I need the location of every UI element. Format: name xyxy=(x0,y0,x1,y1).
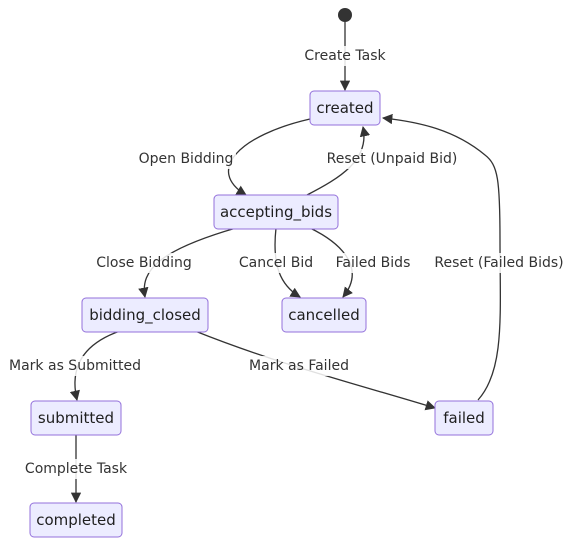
edge-reset-failed xyxy=(381,113,502,401)
label-failed-bids-text: Failed Bids xyxy=(336,255,411,271)
state-failed[interactable]: failed xyxy=(434,400,494,436)
state-cancelled-label: cancelled xyxy=(288,306,360,324)
label-reset-failed: Reset (Failed Bids) xyxy=(428,253,570,273)
start-node xyxy=(338,8,352,22)
label-reset-failed-text: Reset (Failed Bids) xyxy=(434,255,563,271)
label-complete-task: Complete Task xyxy=(20,459,132,479)
state-completed-label: completed xyxy=(36,511,116,529)
label-mark-failed-text: Mark as Failed xyxy=(249,358,349,374)
state-cancelled[interactable]: cancelled xyxy=(281,297,367,333)
state-bidding-closed[interactable]: bidding_closed xyxy=(81,297,209,333)
label-mark-submitted: Mark as Submitted xyxy=(4,356,146,376)
label-open-bidding-text: Open Bidding xyxy=(139,151,234,167)
states: created accepting_bids bidding_closed ca… xyxy=(29,90,494,538)
label-mark-submitted-text: Mark as Submitted xyxy=(9,358,141,374)
edge-open-bidding xyxy=(227,118,311,196)
label-complete-task-text: Complete Task xyxy=(25,461,128,477)
label-create-task-text: Create Task xyxy=(304,48,386,64)
label-reset-unpaid-text: Reset (Unpaid Bid) xyxy=(327,151,458,167)
label-open-bidding: Open Bidding xyxy=(136,149,236,169)
state-bidding-closed-label: bidding_closed xyxy=(89,306,201,325)
transition-labels: Create Task Open Bidding Reset (Unpaid B… xyxy=(4,46,570,479)
label-mark-failed: Mark as Failed xyxy=(244,356,354,376)
state-submitted-label: submitted xyxy=(38,409,114,427)
state-accepting-bids[interactable]: accepting_bids xyxy=(213,194,339,230)
state-accepting-bids-label: accepting_bids xyxy=(220,203,332,222)
state-submitted[interactable]: submitted xyxy=(30,400,122,436)
label-reset-unpaid: Reset (Unpaid Bid) xyxy=(322,149,462,169)
state-created-label: created xyxy=(316,99,373,117)
label-cancel-bid: Cancel Bid xyxy=(236,253,316,273)
label-create-task: Create Task xyxy=(300,46,390,66)
label-close-bidding: Close Bidding xyxy=(92,253,196,273)
label-cancel-bid-text: Cancel Bid xyxy=(239,255,313,271)
state-completed[interactable]: completed xyxy=(29,502,123,538)
label-close-bidding-text: Close Bidding xyxy=(96,255,192,271)
state-failed-label: failed xyxy=(443,409,485,427)
label-failed-bids: Failed Bids xyxy=(330,253,416,273)
state-created[interactable]: created xyxy=(309,90,381,126)
